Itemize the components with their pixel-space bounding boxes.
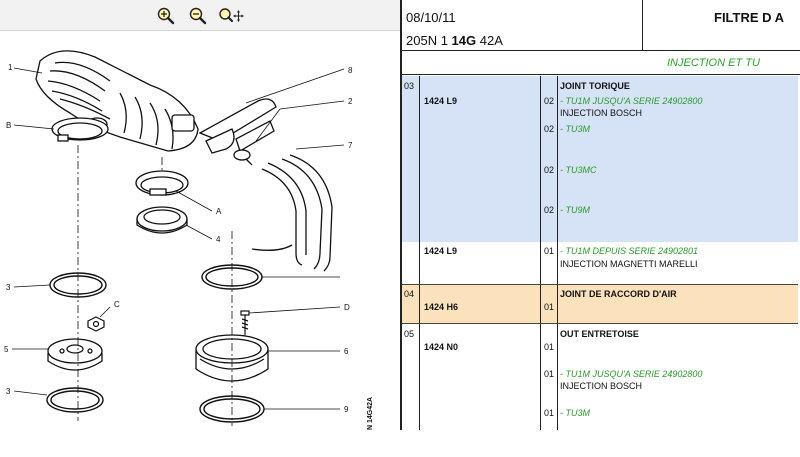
- callout-leaders: [12, 67, 345, 410]
- screw-d-part: [240, 310, 250, 335]
- table-top-rule: [402, 74, 800, 75]
- page-title: FILTRE D A: [714, 10, 785, 25]
- application-text: INJECTION BOSCH: [560, 381, 643, 391]
- catalog-reference-group: 14G: [451, 33, 477, 48]
- zoom-move-icon[interactable]: [218, 7, 244, 25]
- quantity: 01: [544, 342, 555, 352]
- callout-label: 4: [216, 235, 221, 244]
- zoom-toolbar: [0, 0, 400, 31]
- callout-label: 3: [6, 387, 11, 396]
- callout-label: 9: [344, 405, 349, 414]
- quantity: 02: [544, 165, 555, 175]
- application-text: - TU9M: [560, 205, 590, 215]
- item-number: 05: [404, 329, 415, 339]
- callout-label: B: [6, 121, 11, 130]
- hose-part: [251, 154, 333, 272]
- application-text: INJECTION MAGNETTI MARELLI: [560, 259, 698, 269]
- diagram-panel: 1 8 2 7 B A 4 3 C D 5 6 3 9 N 14G42A: [0, 0, 400, 430]
- quantity: 01: [544, 246, 555, 256]
- header-rule: [402, 50, 800, 51]
- row-divider: [402, 323, 798, 324]
- catalog-reference-suffix: 42A: [476, 33, 503, 48]
- application-text: - TU1M JUSQU'A SERIE 24902800: [560, 96, 703, 106]
- part-reference[interactable]: 1424 H6: [424, 302, 459, 312]
- catalog-reference-prefix: 205N 1: [406, 33, 452, 48]
- parts-table-panel: 08/10/11 205N 1 14G 42A FILTRE D A INJEC…: [400, 0, 800, 430]
- item-number: 03: [404, 81, 415, 91]
- spacer-5-part: [47, 338, 103, 371]
- zoom-in-icon[interactable]: [156, 7, 176, 25]
- callout-labels: 1 8 2 7 B A 4 3 C D 5 6 3 9: [4, 63, 353, 414]
- catalog-date: 08/10/11: [406, 10, 456, 25]
- exploded-parts-diagram: 1 8 2 7 B A 4 3 C D 5 6 3 9 N 14G42A: [4, 50, 374, 430]
- callout-label: 6: [344, 347, 349, 356]
- table-group-04[interactable]: 04 1424 H6 JOINT DE RACCORD D'AIR 01: [402, 285, 798, 323]
- section-subtitle: INJECTION ET TU: [667, 57, 760, 69]
- quantity: 02: [544, 96, 555, 106]
- part-title: JOINT DE RACCORD D'AIR: [560, 289, 677, 299]
- callout-label: 2: [348, 97, 353, 106]
- joint-4-part: [136, 206, 188, 234]
- header-divider: [642, 0, 643, 50]
- bottom-margin: [0, 430, 800, 457]
- callout-label: C: [114, 300, 120, 309]
- housing-6-part: [195, 334, 269, 382]
- application-text: - TU1M JUSQU'A SERIE 24902800: [560, 369, 703, 379]
- sensor-connector-part: [198, 98, 277, 166]
- part-title: OUT ENTRETOISE: [560, 329, 639, 339]
- table-group-05[interactable]: 05 1424 N0 OUT ENTRETOISE 01 01 - TU1M J…: [402, 324, 798, 430]
- clamp-a-part: [135, 170, 189, 196]
- quantity: 01: [544, 408, 555, 418]
- quantity: 01: [544, 302, 555, 312]
- callout-label: 5: [4, 345, 9, 354]
- table-group-03[interactable]: 03 1424 L9 JOINT TORIQUE 02 - TU1M JUSQU…: [402, 76, 798, 242]
- quantity: 02: [544, 124, 555, 134]
- part-reference[interactable]: 1424 L9: [424, 246, 458, 256]
- callout-label: A: [216, 207, 222, 216]
- callout-label: 8: [348, 66, 353, 75]
- application-text: - TU1M DEPUIS SERIE 24902801: [560, 246, 699, 256]
- row-divider: [402, 284, 798, 285]
- quantity: 02: [544, 205, 555, 215]
- application-text: - TU3M: [560, 408, 590, 418]
- application-text: INJECTION BOSCH: [560, 108, 643, 118]
- catalog-reference: 205N 1 14G 42A: [406, 33, 503, 48]
- part-reference[interactable]: 1424 L9: [424, 96, 458, 106]
- application-text: - TU3MC: [560, 165, 597, 175]
- quantity: 01: [544, 369, 555, 379]
- callout-label: 7: [348, 141, 353, 150]
- table-group-03-sub[interactable]: 1424 L9 01 - TU1M DEPUIS SERIE 24902801 …: [402, 242, 798, 284]
- application-text: - TU3M: [560, 124, 590, 134]
- callout-label: D: [344, 303, 350, 312]
- item-number: 04: [404, 289, 415, 299]
- part-reference[interactable]: 1424 N0: [424, 342, 459, 352]
- callout-label: 1: [8, 63, 13, 72]
- callout-label: 3: [6, 283, 11, 292]
- clamp-b-part: [51, 117, 109, 142]
- nut-c-part: [87, 316, 105, 332]
- part-title: JOINT TORIQUE: [560, 81, 630, 91]
- assembly-axis-lines: [77, 145, 233, 426]
- drawing-reference-stamp: N 14G42A: [367, 397, 374, 430]
- zoom-out-icon[interactable]: [188, 7, 208, 25]
